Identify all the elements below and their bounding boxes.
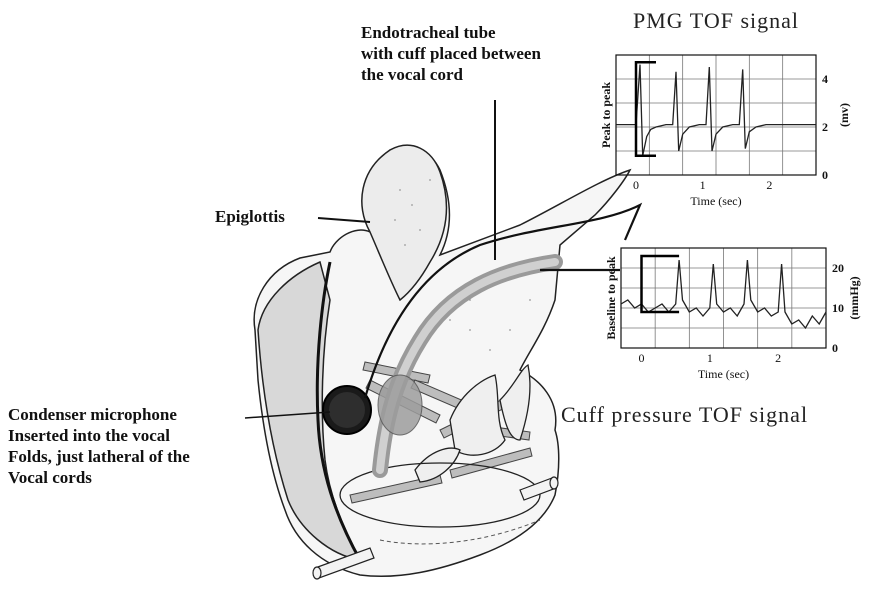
microphone-label-line2: Inserted into the vocal xyxy=(8,425,190,446)
microphone-label-line3: Folds, just latheral of the xyxy=(8,446,190,467)
x-tick-label: 0 xyxy=(633,178,639,192)
x-tick-label: 1 xyxy=(700,178,706,192)
x-axis-label: Time (sec) xyxy=(690,194,741,208)
x-tick-label: 0 xyxy=(639,351,645,365)
y-tick-label: 4 xyxy=(822,72,828,86)
y-axis-unit-right: (mmHg) xyxy=(847,276,861,319)
endotracheal-label-line1: Endotracheal tube xyxy=(361,22,541,43)
chart-grid xyxy=(621,248,826,348)
amplitude-bracket xyxy=(642,256,680,312)
microphone-label: Condenser microphone Inserted into the v… xyxy=(8,404,190,488)
y-axis-unit-right: (mv) xyxy=(837,103,851,127)
endotracheal-label-line2: with cuff placed between xyxy=(361,43,541,64)
y-tick-label: 0 xyxy=(832,341,838,355)
x-tick-label: 2 xyxy=(775,351,781,365)
y-axis-label-left: Peak to peak xyxy=(599,82,613,148)
epiglottis-label: Epiglottis xyxy=(215,206,285,227)
cuff-chart-title: Cuff pressure TOF signal xyxy=(561,402,808,428)
pmg-chart-title: PMG TOF signal xyxy=(633,8,799,34)
y-tick-label: 2 xyxy=(822,120,828,134)
x-axis-label: Time (sec) xyxy=(698,367,749,381)
epiglottis-leader-line xyxy=(318,218,370,222)
y-tick-label: 10 xyxy=(832,301,844,315)
tube-cuff xyxy=(378,375,422,435)
y-tick-label: 20 xyxy=(832,261,844,275)
x-tick-label: 2 xyxy=(766,178,772,192)
x-tick-label: 1 xyxy=(707,351,713,365)
y-tick-label: 0 xyxy=(822,168,828,182)
microphone-label-line4: Vocal cords xyxy=(8,467,190,488)
y-axis-label-left: Baseline to peak xyxy=(604,256,618,340)
microphone-label-line1: Condenser microphone xyxy=(8,404,190,425)
endotracheal-label: Endotracheal tube with cuff placed betwe… xyxy=(361,22,541,85)
endotracheal-label-line3: the vocal cord xyxy=(361,64,541,85)
